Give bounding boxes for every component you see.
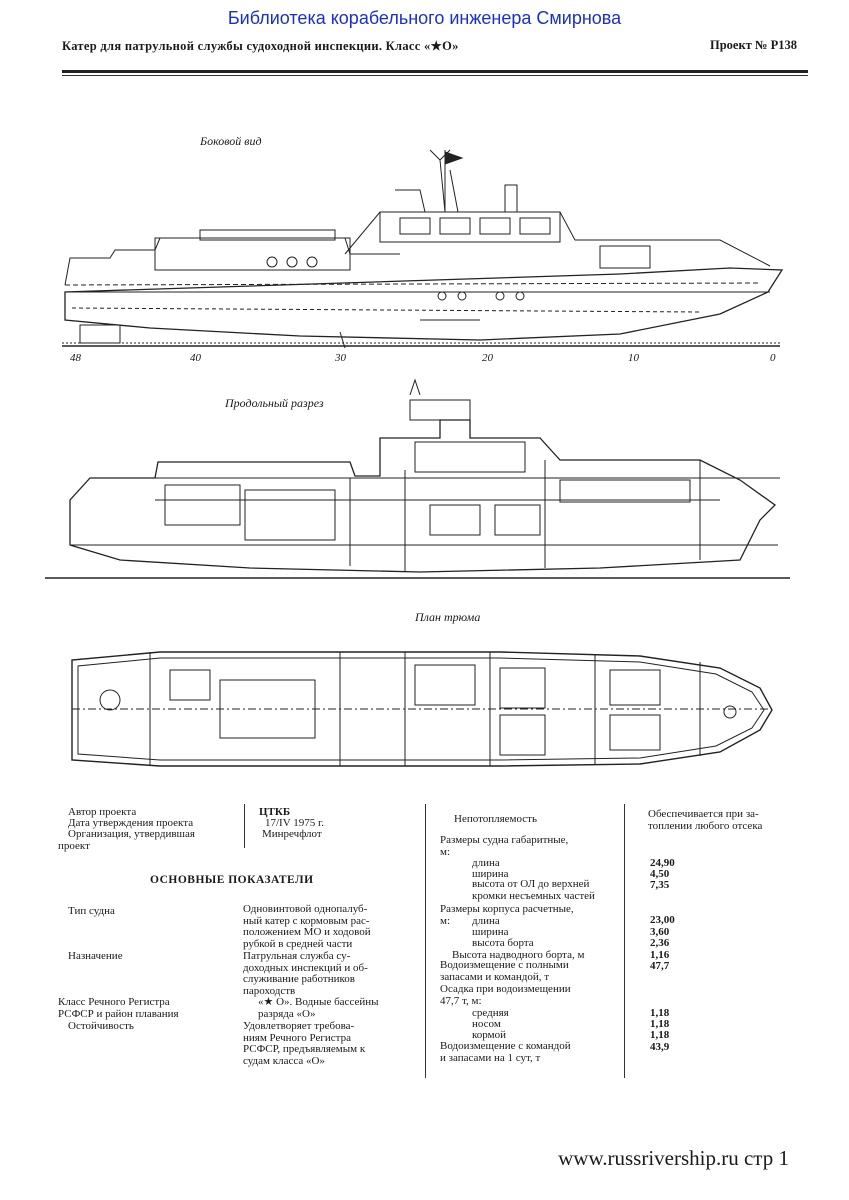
- purpose-label: Назначение: [68, 950, 123, 962]
- org-label: Организация, утвердившая: [68, 828, 195, 840]
- frame-number: 40: [190, 352, 201, 364]
- side-view-caption: Боковой вид: [200, 134, 262, 148]
- date-value: 17/IV 1975 г.: [265, 817, 324, 829]
- width-value: 4,50: [650, 868, 670, 880]
- freeboard-value: 1,16: [650, 949, 670, 961]
- section-title: ОСНОВНЫЕ ПОКАЗАТЕЛИ: [150, 874, 314, 886]
- right-divider: [624, 804, 625, 1078]
- stability-label: Остойчивость: [68, 1020, 134, 1032]
- hull-width-value: 3,60: [650, 926, 670, 938]
- ship-drawings: [45, 149, 790, 767]
- width-label: ширина: [472, 868, 509, 880]
- overall-dim-label: Размеры судна габаритные, м:: [440, 834, 569, 858]
- author-value: ЦТКБ: [259, 806, 291, 818]
- section-drawing: [45, 378, 790, 579]
- unsinkability-label: Непотопляемость: [454, 813, 537, 825]
- unsinkability-value: Обеспечивается при за- топлении любого о…: [648, 808, 763, 832]
- frame-number: 0: [770, 352, 776, 364]
- height-label: высота от ОЛ до верхней кромки несъемных…: [472, 878, 595, 902]
- header-rule-thick: [62, 70, 808, 73]
- draft-bow-value: 1,18: [650, 1018, 670, 1030]
- document-title: Катер для патрульной службы судоходной и…: [62, 39, 459, 53]
- stability-value: Удовлетворяет требова- ниям Речного Реги…: [243, 1020, 366, 1067]
- hull-depth-label: высота борта: [472, 937, 534, 949]
- plan-drawing: [71, 651, 773, 767]
- frame-number: 10: [628, 352, 639, 364]
- side-view-drawing: [62, 149, 784, 349]
- freeboard-label: Высота надводного борта, м: [452, 949, 585, 961]
- class-value: «★ О». Водные бассейны разряда «О»: [258, 996, 379, 1020]
- hull-length-label: длина: [472, 915, 500, 927]
- info-divider: [244, 804, 245, 848]
- hull-width-label: ширина: [472, 926, 509, 938]
- frame-number: 20: [482, 352, 493, 364]
- draft-bow-label: носом: [472, 1018, 501, 1030]
- frame-number: 30: [335, 352, 346, 364]
- height-value: 7,35: [650, 879, 670, 891]
- footer-site-page[interactable]: www.russrivership.ru стр 1: [558, 1146, 789, 1170]
- date-label: Дата утверждения проекта: [68, 817, 194, 829]
- section-caption: Продольный разрез: [225, 396, 324, 410]
- author-label: Автор проекта: [68, 806, 137, 818]
- page-header: Катер для патрульной службы судоходной и…: [62, 38, 797, 56]
- type-label: Тип судна: [68, 905, 115, 917]
- library-banner: Библиотека корабельного инженера Смирнов…: [227, 8, 622, 28]
- plan-caption: План трюма: [415, 610, 481, 624]
- org-label-2: проект: [58, 840, 90, 852]
- hull-dim-label: Размеры корпуса расчетные, м:: [440, 903, 574, 927]
- type-value: Одновинтовой однопалуб- ный катер с корм…: [243, 903, 371, 950]
- displacement-full-value: 47,7: [650, 960, 670, 972]
- draft-stern-label: кормой: [472, 1029, 506, 1041]
- draft-label: Осадка при водоизмещении 47,7 т, м:: [440, 983, 571, 1007]
- draft-mid-label: средняя: [472, 1007, 509, 1019]
- header-rule-thin: [62, 75, 808, 76]
- purpose-value: Патрульная служба су- доходных инспекций…: [243, 950, 368, 997]
- displacement-day-value: 43,9: [650, 1041, 670, 1053]
- length-value: 24,90: [650, 857, 675, 869]
- draft-stern-value: 1,18: [650, 1029, 670, 1041]
- hull-depth-value: 2,36: [650, 937, 670, 949]
- displacement-day-label: Водоизмещение с командой и запасами на 1…: [440, 1040, 571, 1064]
- draft-mid-value: 1,18: [650, 1007, 670, 1019]
- displacement-full-label: Водоизмещение с полными запасами и коман…: [440, 959, 569, 983]
- frame-number: 48: [70, 352, 81, 364]
- org-value: Минречфлот: [262, 828, 322, 840]
- project-number: Проект № Р138: [709, 38, 797, 52]
- class-label: Класс Речного Регистра РСФСР и район пла…: [58, 996, 179, 1020]
- hull-length-value: 23,00: [650, 914, 675, 926]
- center-divider: [425, 804, 426, 1078]
- length-label: длина: [472, 857, 500, 869]
